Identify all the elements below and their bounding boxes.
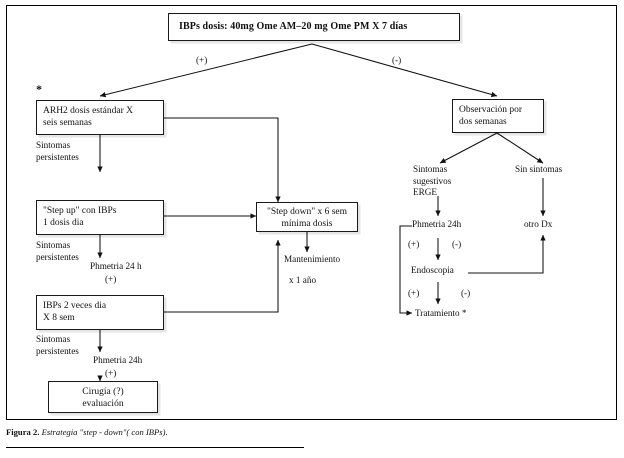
node-step-down[interactable]: "Step down" x 6 sem mínima dosis [256,202,358,232]
node-arh2[interactable]: ARH2 dosis estándar X seis semanas [36,100,164,135]
asterisk-marker: * [36,82,42,96]
figure-caption-label: Figura 2. [6,427,40,437]
node-top-ibps-dose[interactable]: IBPs dosis: 40mg Ome AM–20 mg Ome PM X 7… [168,13,460,41]
label-otro-dx: otro Dx [524,219,553,229]
label-phmetria-24h-right: Phmetria 24h [412,219,462,229]
label-phmetria-24h-left-2: Phmetria 24h [93,355,143,365]
node-step-up[interactable]: "Step up" con IBPs 1 dosis dia [36,200,164,235]
branch-label-positive: (+) [196,55,208,65]
caption-rule [6,447,304,448]
label-sintomas-persistentes-3: Sintomas persistentes [36,334,79,356]
sign-endoscopia-negative: (-) [461,288,471,298]
label-mantenimiento: Mantenimiento [284,254,341,264]
node-observacion[interactable]: Observación por dos semanas [452,99,544,133]
node-cirugia-evaluacion[interactable]: Cirugía (?) evaluación [48,381,158,413]
label-sintomas-sugestivos-erge: Sintomas sugestivos ERGE [413,164,452,197]
label-phmetria-sign-2: (+) [105,368,117,378]
sign-phmetria-negative: (-) [452,239,462,249]
label-sintomas-persistentes-2: Sintomas persistentes [36,240,79,262]
label-tratamiento: Tratamiento * [415,308,467,318]
label-sin-sintomas: Sin sintomas [515,164,563,174]
label-phmetria-sign-1: (+) [105,274,117,284]
branch-label-negative: (-) [392,55,402,65]
label-x-1-ano: x 1 año [289,275,317,285]
label-sintomas-persistentes-1: Sintomas persistentes [36,140,79,162]
label-phmetria-24h-left-1: Phmetria 24 h [90,261,142,271]
label-endoscopia: Endoscopia [411,265,454,275]
figure-caption-text: Estrategia "step - down"( con IBPs). [41,427,168,437]
node-ibps-2-veces[interactable]: IBPs 2 veces dia X 8 sem [36,295,164,330]
sign-phmetria-positive: (+) [408,239,420,249]
sign-endoscopia-positive: (+) [408,288,420,298]
figure-caption: Figura 2. Estrategia "step - down"( con … [6,427,406,437]
